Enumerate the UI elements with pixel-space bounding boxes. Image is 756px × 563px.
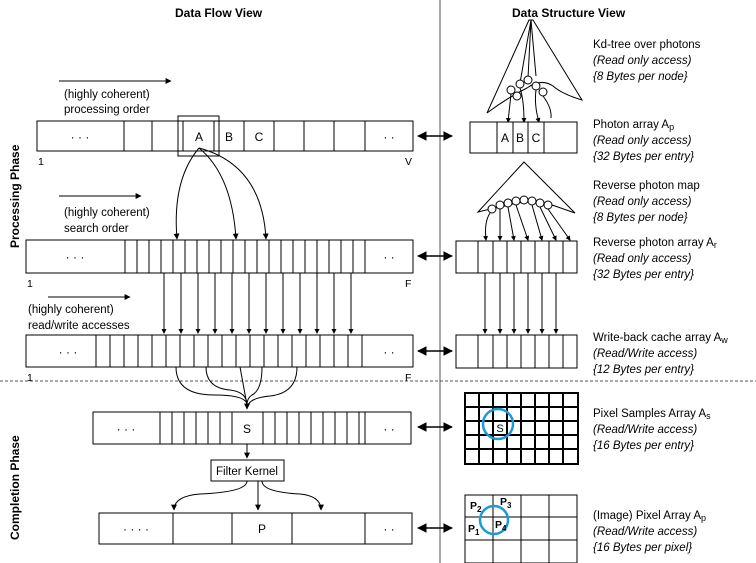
svg-text:{8 Bytes per node}: {8 Bytes per node} bbox=[593, 212, 688, 224]
kdtree-label: Kd-tree over photons (Read only access) … bbox=[593, 39, 701, 83]
flow-index-1b: 1 bbox=[27, 278, 33, 290]
svg-text:(Read only access): (Read only access) bbox=[593, 253, 692, 265]
photon-array-label: Photon array Ap (Read only access) {32 B… bbox=[593, 119, 694, 163]
svg-text:(Read/Write access): (Read/Write access) bbox=[593, 424, 697, 436]
svg-text:(Read only access): (Read only access) bbox=[593, 55, 692, 67]
filter-kernel-label: Filter Kernel bbox=[216, 466, 278, 478]
reverse-map-diagram bbox=[478, 162, 575, 240]
pixel-array-label: (Image) Pixel Array Ap (Read/Write acces… bbox=[593, 510, 706, 554]
struct-cell-a: A bbox=[501, 131, 509, 145]
order-label-3b: read/write accesses bbox=[28, 320, 130, 332]
reverse-to-writeback-arrows bbox=[485, 273, 556, 333]
svg-text:(Read/Write access): (Read/Write access) bbox=[593, 348, 697, 360]
header-data-structure-view: Data Structure View bbox=[512, 6, 626, 20]
struct-cell-b: B bbox=[516, 131, 524, 145]
flow-cell-a: A bbox=[195, 130, 203, 144]
filter-arrows bbox=[174, 481, 321, 510]
order-label-2a: (highly coherent) bbox=[64, 207, 150, 219]
svg-text:(Read only access): (Read only access) bbox=[593, 196, 692, 208]
svg-text:(Read/Write access): (Read/Write access) bbox=[593, 526, 697, 538]
svg-text:(Image) Pixel Array Ap: (Image) Pixel Array Ap bbox=[593, 510, 706, 523]
header-data-flow-view: Data Flow View bbox=[175, 6, 263, 20]
flow-dots-2a: · · · bbox=[66, 250, 85, 264]
flow-dots-4a: · · · bbox=[117, 422, 136, 436]
svg-text:{16 Bytes per pixel}: {16 Bytes per pixel} bbox=[593, 542, 692, 554]
writeback-flow-array bbox=[26, 335, 413, 367]
flow-dots-5b: · · bbox=[383, 522, 394, 536]
flow-cell-s: S bbox=[243, 422, 251, 436]
svg-text:{16 Bytes per entry}: {16 Bytes per entry} bbox=[593, 440, 694, 452]
label-completion-phase: Completion Phase bbox=[8, 435, 22, 540]
pixel-samples-label: Pixel Samples Array As (Read/Write acces… bbox=[593, 408, 711, 452]
struct-cell-c: C bbox=[532, 131, 541, 145]
flow-dots-3b: · · bbox=[383, 345, 394, 359]
flow-cell-b: B bbox=[225, 130, 233, 144]
writeback-label: Write-back cache array Aw (Read/Write ac… bbox=[593, 332, 728, 376]
svg-text:(Read only access): (Read only access) bbox=[593, 135, 692, 147]
order-label-2b: search order bbox=[64, 223, 129, 235]
flow-dots-5a: · · · · bbox=[123, 522, 149, 536]
svg-text:{8 Bytes per node}: {8 Bytes per node} bbox=[593, 71, 688, 83]
svg-text:{32 Bytes per entry}: {32 Bytes per entry} bbox=[593, 151, 694, 163]
writeback-structure-array bbox=[456, 335, 577, 368]
double-arrows bbox=[418, 136, 452, 528]
pixel-array-grid bbox=[465, 495, 577, 563]
pixel-samples-grid bbox=[465, 393, 578, 464]
order-label-1a: (highly coherent) bbox=[64, 89, 150, 101]
reverse-array-label: Reverse photon array Ar (Read only acces… bbox=[593, 237, 717, 281]
svg-text:Pixel Samples Array As: Pixel Samples Array As bbox=[593, 408, 711, 421]
kd-tree-diagram bbox=[487, 20, 582, 122]
sample-flow-array bbox=[93, 412, 411, 444]
flow-dots-1b: · · bbox=[383, 130, 394, 144]
svg-text:Write-back cache array Aw: Write-back cache array Aw bbox=[593, 332, 728, 345]
flow-index-v: V bbox=[405, 156, 412, 168]
reverse-map-label: Reverse photon map (Read only access) {8… bbox=[593, 180, 700, 224]
gather-curves bbox=[176, 367, 297, 409]
flow-cell-p: P bbox=[258, 522, 266, 536]
svg-text:Kd-tree over photons: Kd-tree over photons bbox=[593, 39, 701, 51]
flow-dots-3a: · · · bbox=[59, 345, 78, 359]
reverse-structure-array bbox=[456, 241, 577, 273]
flow-dots-1a: · · · bbox=[71, 130, 90, 144]
flow-dots-2b: · · bbox=[383, 250, 394, 264]
label-processing-phase: Processing Phase bbox=[8, 144, 22, 248]
svg-text:Photon array Ap: Photon array Ap bbox=[593, 119, 674, 132]
flow-dots-4b: · · bbox=[383, 422, 394, 436]
flow-index-f2: F bbox=[405, 372, 411, 384]
svg-text:{32 Bytes per entry}: {32 Bytes per entry} bbox=[593, 269, 694, 281]
struct-cell-s: S bbox=[496, 423, 503, 435]
order-label-1b: processing order bbox=[64, 104, 150, 116]
writeback-arrows bbox=[164, 273, 351, 333]
svg-text:Reverse photon array Ar: Reverse photon array Ar bbox=[593, 237, 717, 250]
svg-text:Reverse photon map: Reverse photon map bbox=[593, 180, 700, 192]
lookup-arrows bbox=[176, 148, 266, 239]
svg-text:{12 Bytes per entry}: {12 Bytes per entry} bbox=[593, 364, 694, 376]
order-label-3a: (highly coherent) bbox=[28, 304, 114, 316]
flow-index-1c: 1 bbox=[27, 372, 33, 384]
flow-index-f: F bbox=[405, 278, 411, 290]
flow-index-1: 1 bbox=[38, 156, 44, 168]
flow-cell-c: C bbox=[255, 130, 264, 144]
